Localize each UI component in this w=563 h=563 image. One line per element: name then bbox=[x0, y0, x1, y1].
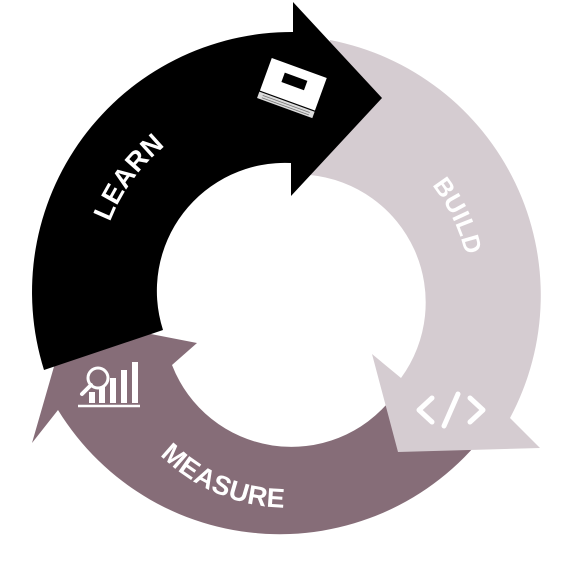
learn-arrow-segment bbox=[32, 2, 382, 370]
book-icon bbox=[255, 56, 329, 120]
build-arrow-segment bbox=[310, 40, 541, 452]
analytics-chart-icon bbox=[78, 362, 140, 408]
code-icon bbox=[416, 391, 486, 429]
measure-arrow-segment bbox=[32, 318, 495, 535]
